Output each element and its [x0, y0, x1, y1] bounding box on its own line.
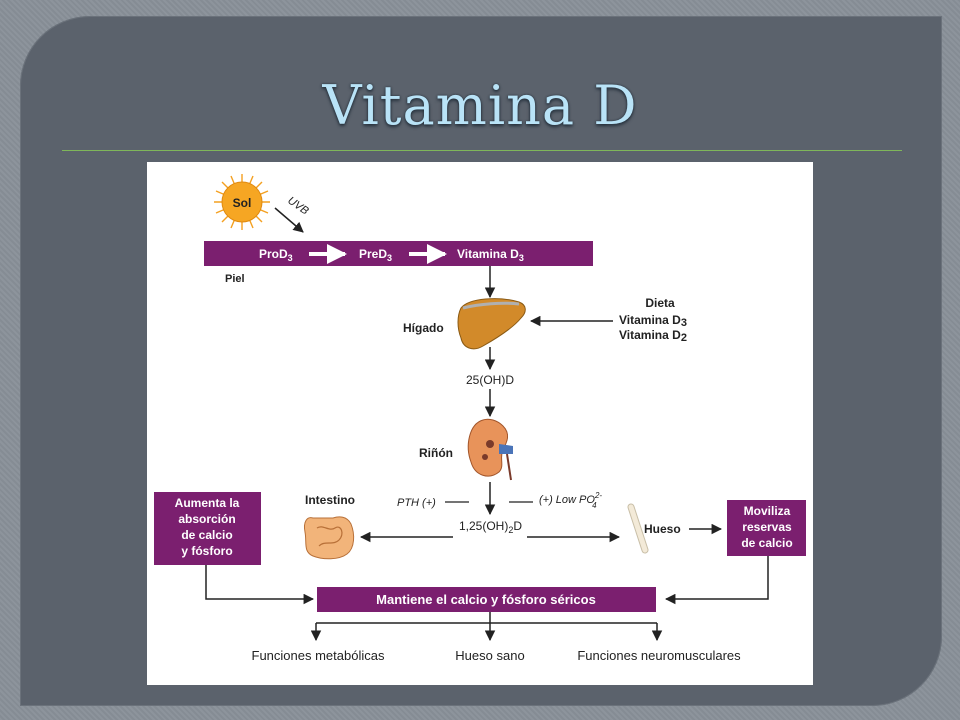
- kidney-icon: [467, 418, 513, 481]
- left-box-line-3: de calcio: [181, 528, 232, 542]
- bone-label: Hueso: [644, 522, 681, 536]
- liver-icon: [457, 298, 526, 350]
- right-effect-box: [727, 500, 806, 556]
- liver-label: Hígado: [403, 321, 444, 335]
- outcome-neuromuscular: Funciones neuromusculares: [577, 648, 741, 663]
- sun-icon: [214, 174, 270, 230]
- prod3-label: ProD3: [259, 247, 293, 263]
- slide-title: Vitamina D: [322, 74, 638, 137]
- low-po4-label: (+) Low PO2-4: [539, 491, 602, 510]
- uvb-arrow: [274, 207, 304, 233]
- calcitriol-label: 1,25(OH)2D: [459, 519, 522, 535]
- pred3-label: PreD3: [359, 247, 392, 263]
- right-to-band-arrow: [664, 556, 769, 605]
- skin-label: Piel: [225, 273, 245, 285]
- intestine-icon: [304, 516, 355, 560]
- right-box-line-1: Moviliza: [744, 504, 791, 518]
- kidney-label: Riñón: [419, 446, 453, 460]
- serum-band: [317, 587, 656, 612]
- outcome-healthy-bone: Hueso sano: [455, 648, 524, 663]
- vitamin-d3-band-label: Vitamina D3: [457, 247, 524, 263]
- right-box-line-3: de calcio: [741, 536, 792, 550]
- left-box-line-1: Aumenta la: [175, 496, 240, 510]
- diet-vitamin-d2: Vitamina D2: [619, 328, 687, 344]
- bone-icon: [627, 503, 649, 554]
- sun-label: Sol: [233, 196, 252, 210]
- diagram-svg: Sol UVB ProD3 PreD3 Vitamina D3 Piel Híg…: [154, 174, 806, 663]
- right-box-line-2: reservas: [742, 520, 792, 534]
- calcidiol-label: 25(OH)D: [466, 373, 514, 387]
- title-divider: [62, 150, 902, 151]
- uvb-label: UVB: [285, 195, 310, 218]
- outcome-metabolic: Funciones metabólicas: [252, 648, 385, 663]
- vitamin-d-diagram: Sol UVB ProD3 PreD3 Vitamina D3 Piel Híg…: [147, 162, 813, 685]
- skin-band: [204, 241, 593, 266]
- diet-title: Dieta: [645, 296, 675, 310]
- left-box-line-4: y fósforo: [181, 544, 232, 558]
- diet-vitamin-d3: Vitamina D3: [619, 313, 687, 329]
- intestine-label: Intestino: [305, 493, 355, 507]
- serum-band-label: Mantiene el calcio y fósforo séricos: [376, 592, 596, 607]
- left-to-band-arrow: [205, 565, 315, 605]
- pth-label: PTH (+): [397, 497, 436, 509]
- left-box-line-2: absorción: [178, 512, 235, 526]
- left-effect-box: [154, 492, 261, 565]
